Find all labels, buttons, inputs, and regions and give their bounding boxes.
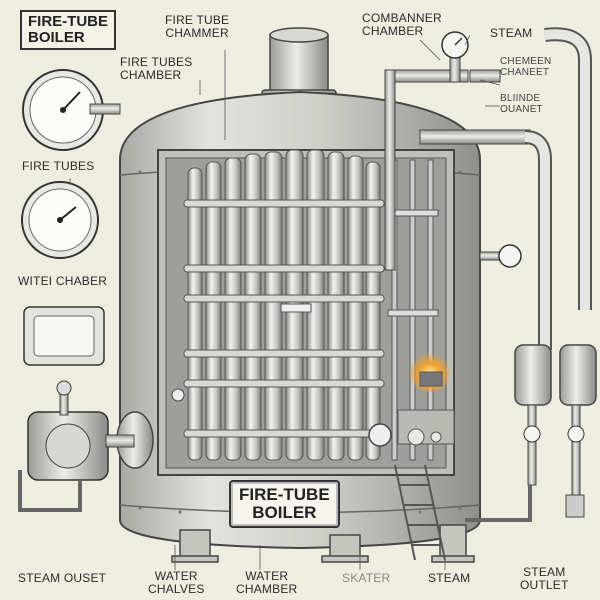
label-line: BLIINDE: [500, 93, 541, 104]
label-steam-top: STEAM: [490, 26, 533, 40]
combustion-area: [368, 159, 455, 461]
label-ouanet: BLIINDE OUANET: [500, 93, 543, 115]
label-line: FIRE TUBES: [120, 55, 193, 69]
fire-tube-bundle: [183, 149, 385, 461]
label-fire-tube-chamber: FIRE TUBE CHAMMER: [165, 14, 229, 39]
feed-pump: [18, 380, 135, 512]
label-line: STEAM: [523, 565, 566, 579]
label-water-chamber: WATER CHAMBER: [236, 570, 297, 595]
label-line: OUTLET: [520, 577, 569, 592]
plate-line-2: BOILER: [252, 502, 317, 522]
ladder: [394, 464, 446, 561]
plate-line-1: FIRE-TUBE: [239, 485, 330, 504]
label-combanner-chamber: COMBANNER CHAMBER: [362, 12, 442, 37]
title-line-2: BOILER: [28, 28, 85, 46]
label-line: FIRE TUBE: [165, 13, 230, 27]
label-line: CHANEET: [500, 66, 550, 78]
label-steam-bottom: STEAM: [428, 571, 471, 585]
name-plate: FIRE-TUBE BOILER: [229, 480, 340, 528]
label-line: CHAMBER: [362, 23, 424, 38]
label-skater: SKATER: [342, 571, 391, 585]
label-line: CHEMEEN: [500, 56, 552, 67]
title-line-1: FIRE-TUBE: [28, 13, 108, 30]
label-fire-tubes-chamber: FIRE TUBES CHAMBER: [120, 56, 192, 81]
leader-lines: [69, 34, 501, 570]
diagram-title: FIRE-TUBE BOILER: [20, 10, 116, 50]
label-line: CHAMBER: [236, 581, 298, 596]
label-line: OUANET: [500, 103, 543, 115]
label-steam-outlet: STEAM OUTLET: [520, 566, 569, 591]
left-gauges: [21, 69, 121, 366]
label-line: CHAMBER: [120, 67, 182, 82]
label-water-chalves: WATER CHALVES: [148, 570, 205, 595]
label-line: WATER: [245, 569, 289, 583]
label-chemeen-chaneet: CHEMEEN CHANEET: [500, 56, 552, 78]
label-line: COMBANNER: [362, 11, 442, 25]
steam-piping: [384, 27, 597, 522]
label-line: CHAMMER: [165, 25, 229, 40]
label-fire-tubes: FIRE TUBES: [22, 159, 95, 173]
label-steam-ouset: STEAM OUSET: [18, 571, 107, 585]
label-line: WATER: [154, 569, 198, 583]
label-line: CHALVES: [148, 581, 205, 596]
label-water-chamber-left: WITEI CHABER: [18, 274, 108, 288]
support-legs: [171, 524, 475, 563]
side-hatch: [116, 388, 185, 469]
